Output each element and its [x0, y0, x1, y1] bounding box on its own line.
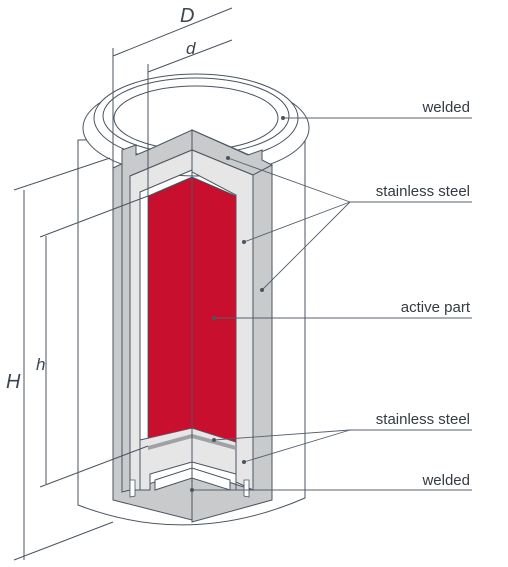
callout-steel-lower-leader-1 — [213, 429, 351, 441]
dim-H-ext-top — [13, 157, 111, 191]
dim-d-line — [147, 39, 233, 73]
dim-D-line — [112, 7, 233, 57]
callout-steel-upper-label: stainless steel — [376, 183, 470, 200]
callout-active-part-label: active part — [401, 299, 471, 316]
callout-welded-top-label: welded — [421, 99, 470, 116]
callout-steel-upper-leader-1 — [227, 157, 351, 203]
callout-steel-lower-dot-2 — [242, 460, 246, 464]
dim-H-ext-bottom — [13, 521, 114, 561]
callout-steel-upper-leader-2 — [243, 201, 351, 243]
callout-active-part-dot — [212, 316, 216, 320]
bottom-weld-right — [243, 479, 250, 498]
callout-steel-upper-dot-2 — [242, 240, 246, 244]
dim-h-ext-bottom — [39, 445, 149, 488]
callout-welded-bottom-label: welded — [421, 472, 470, 489]
dim-h-label: h — [36, 355, 45, 374]
callout-steel-lower-label: stainless steel — [376, 411, 470, 428]
callout-steel-lower-dot-1 — [212, 438, 216, 442]
dim-h-ext-top — [39, 195, 149, 238]
active-part-right — [191, 176, 237, 447]
callout-welded-top-dot — [281, 116, 285, 120]
callout-welded-bottom-dot — [190, 488, 194, 492]
callout-steel-upper-dot-3 — [260, 288, 264, 292]
callout-steel-upper-dot-1 — [226, 156, 230, 160]
callout-steel-lower-leader-2 — [243, 429, 351, 463]
dim-d-label: d — [186, 39, 196, 58]
dim-H-label: H — [6, 371, 21, 393]
active-part-left — [147, 176, 193, 447]
callout-steel-upper-leader-3 — [261, 201, 351, 291]
dim-D-label: D — [180, 5, 194, 27]
bottom-weld-left — [129, 479, 136, 498]
